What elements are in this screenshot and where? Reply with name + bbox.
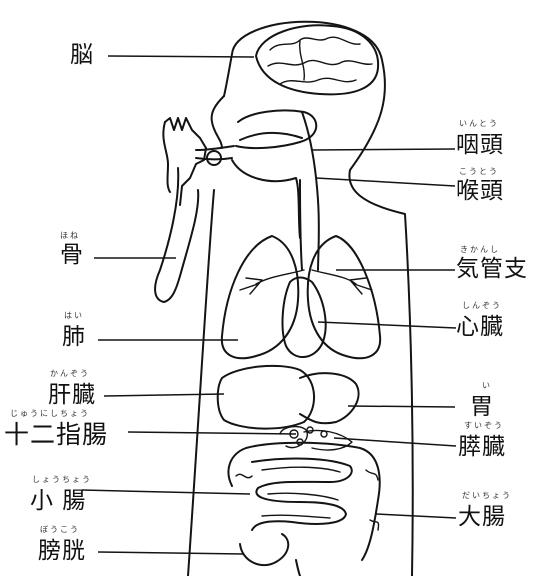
heart bbox=[283, 278, 326, 358]
tongue bbox=[232, 160, 300, 238]
furigana-pancreas: すいぞう bbox=[464, 422, 504, 430]
face-outline bbox=[212, 96, 224, 148]
body-outline bbox=[232, 22, 413, 576]
label-brain: 脳 bbox=[70, 44, 94, 67]
label-bronchi: 気管支 bbox=[456, 258, 528, 281]
label-pharynx: 咽頭 bbox=[456, 134, 504, 157]
liver bbox=[218, 366, 314, 429]
torso-front-outline bbox=[188, 190, 214, 576]
label-duodenum: 十二指腸 bbox=[4, 422, 108, 447]
label-bone: 骨 bbox=[60, 244, 84, 267]
label-liver: 肝臓 bbox=[48, 384, 96, 407]
furigana-lung: はい bbox=[64, 312, 84, 320]
label-large-intestine: 大腸 bbox=[458, 506, 506, 529]
label-lung: 肺 bbox=[62, 326, 86, 349]
small-intestine bbox=[252, 459, 352, 530]
label-heart: 心臓 bbox=[456, 316, 504, 339]
furigana-liver: かんぞう bbox=[50, 370, 90, 378]
brain bbox=[256, 25, 378, 94]
label-bladder: 膀胱 bbox=[38, 540, 86, 563]
bladder bbox=[240, 534, 288, 565]
label-stomach: 胃 bbox=[470, 396, 494, 419]
furigana-bronchi: きかんし bbox=[460, 246, 500, 254]
furigana-larynx: こうとう bbox=[459, 168, 499, 176]
furigana-duodenum: じゅうにしちょう bbox=[10, 410, 90, 418]
label-larynx: 喉頭 bbox=[456, 180, 504, 203]
leader-lines bbox=[82, 56, 456, 554]
furigana-large-intestine: だいちょう bbox=[462, 492, 512, 500]
furigana-stomach: い bbox=[482, 382, 492, 390]
furigana-pharynx: いんとう bbox=[459, 120, 499, 128]
bronchi bbox=[240, 270, 372, 294]
furigana-small-intestine: しょうちょう bbox=[32, 476, 92, 484]
furigana-bone: ほね bbox=[60, 232, 80, 240]
furigana-heart: しんぞう bbox=[462, 302, 502, 310]
trachea bbox=[300, 180, 302, 270]
head-back-outline bbox=[224, 54, 232, 96]
label-small-intestine: 小 腸 bbox=[30, 490, 86, 513]
furigana-bladder: ぼうこう bbox=[40, 526, 80, 534]
label-pancreas: 膵臓 bbox=[458, 436, 506, 459]
palate bbox=[240, 133, 302, 140]
